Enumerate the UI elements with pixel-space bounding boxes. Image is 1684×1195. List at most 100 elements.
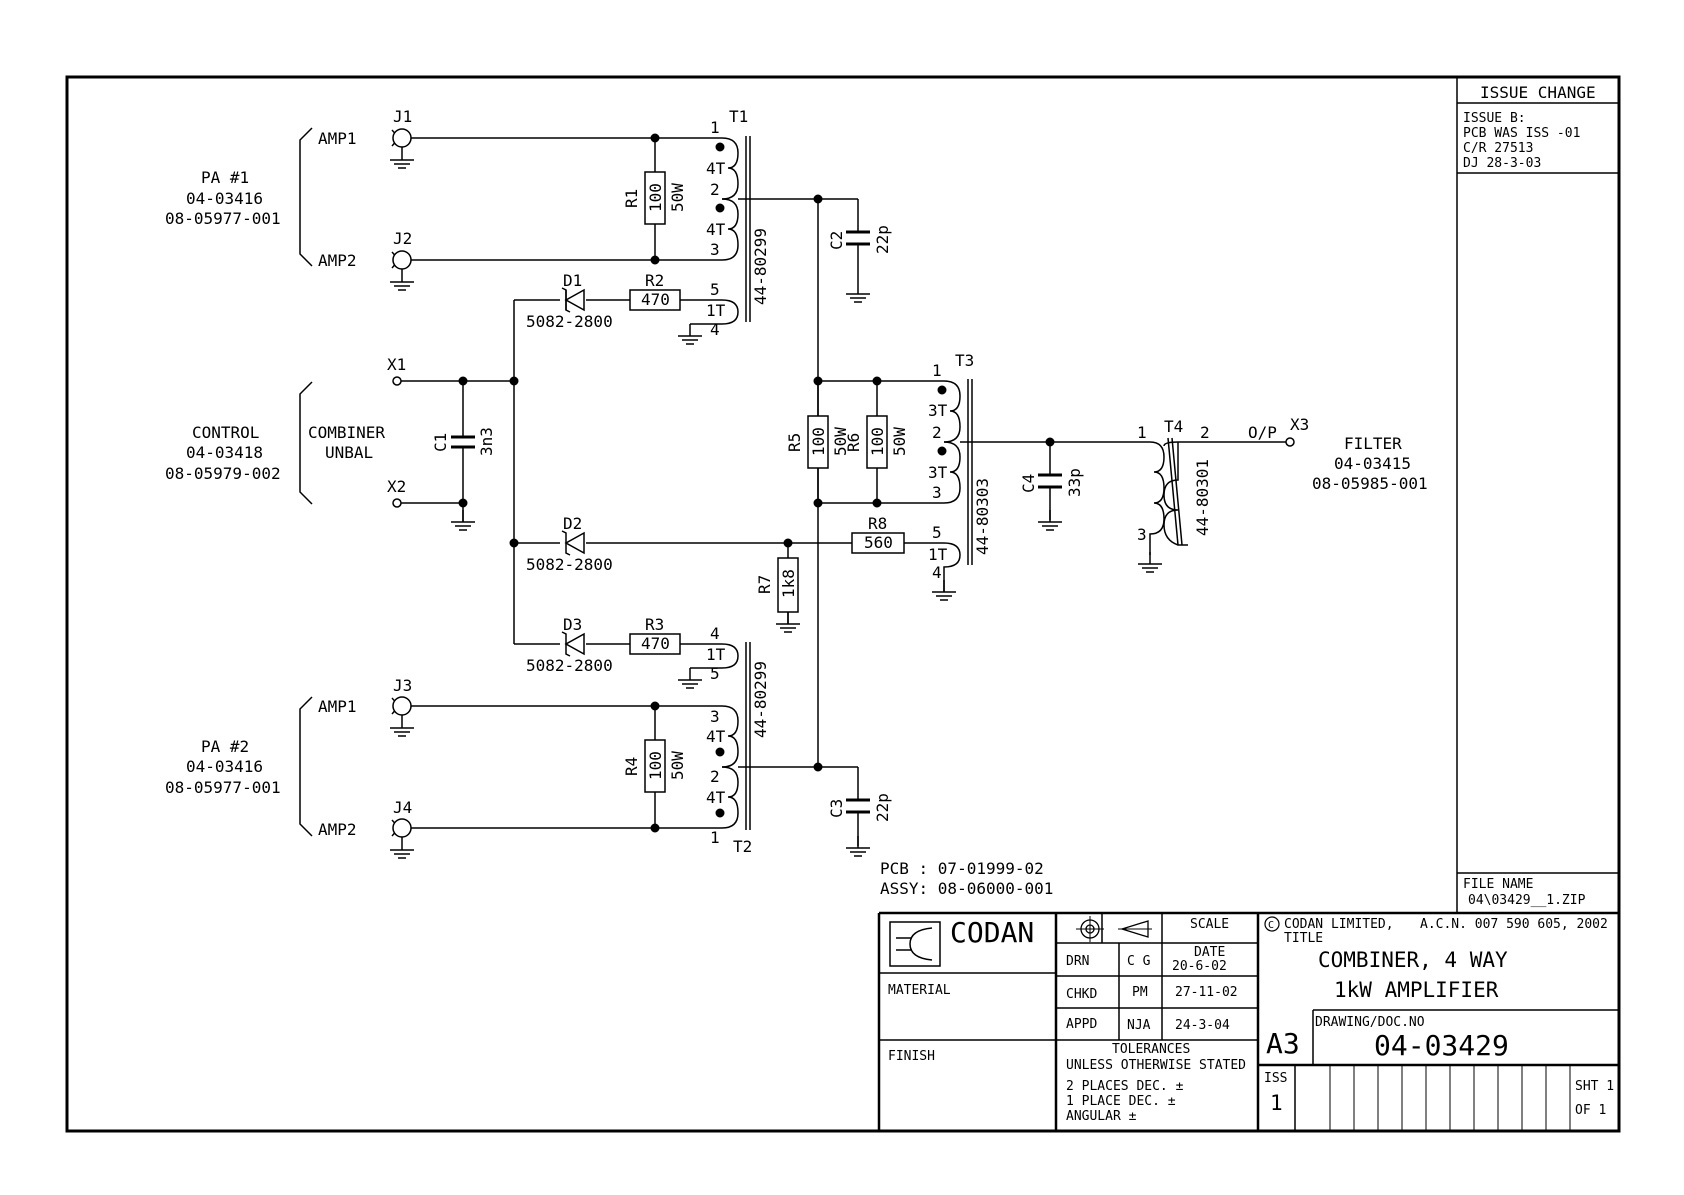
company-name: CODAN xyxy=(950,916,1034,949)
r6-label: R6 xyxy=(844,433,863,452)
j3-connector: J3 xyxy=(389,676,415,737)
resistor-r3: 470 R3 xyxy=(629,615,681,655)
c2-value: 22p xyxy=(873,225,892,254)
t4-pin1: 1 xyxy=(1137,423,1147,442)
r6-power: 50W xyxy=(890,427,909,456)
t2-pin4: 4 xyxy=(710,624,720,643)
file-name-label: FILE NAME xyxy=(1463,877,1533,892)
acn-text: A.C.N. 007 590 605, 2002 xyxy=(1420,917,1608,932)
sheet-of: OF 1 xyxy=(1575,1103,1606,1118)
t2-turns: 4T xyxy=(706,727,726,746)
r5-value: 100 xyxy=(809,427,828,456)
x2-label: X2 xyxy=(387,477,406,496)
resistor-r1: 100 R1 50W xyxy=(622,171,687,225)
t2-part-number: 44-80299 xyxy=(751,661,770,738)
capacitor-c2: C2 22p xyxy=(827,225,892,254)
t4-label: T4 xyxy=(1164,417,1183,436)
t3-pin2: 2 xyxy=(932,423,942,442)
j2-label: J2 xyxy=(393,229,412,248)
drawing-number: 04-03429 xyxy=(1374,1029,1509,1062)
r3-label: R3 xyxy=(645,615,664,634)
r6-value: 100 xyxy=(868,427,887,456)
sheet-number: SHT 1 xyxy=(1575,1079,1614,1094)
copyright-icon xyxy=(1264,916,1280,932)
r4-power: 50W xyxy=(668,751,687,780)
file-name: 04\03429__1.ZIP xyxy=(1468,893,1586,908)
r2-value: 470 xyxy=(641,290,670,309)
t1-pin5: 5 xyxy=(710,280,720,299)
issue-line: DJ 28-3-03 xyxy=(1463,156,1541,171)
copyright-text: CODAN LIMITED, xyxy=(1284,917,1394,932)
x1-terminal xyxy=(392,376,402,386)
capacitor-c1: C1 3n3 xyxy=(431,427,496,456)
j4-connector: J4 xyxy=(389,798,415,859)
j3-label: J3 xyxy=(393,676,412,695)
title-block: CODAN MATERIAL FINISH SCALE DATE DRN C G… xyxy=(877,911,1619,1131)
issue-header: ISSUE CHANGE xyxy=(1480,83,1596,102)
t1-turns: 4T xyxy=(706,159,726,178)
filter-part: 04-03415 xyxy=(1334,454,1411,473)
material-label: MATERIAL xyxy=(888,983,951,998)
t2-turns: 4T xyxy=(706,788,726,807)
tol-2places: 2 PLACES DEC. ± xyxy=(1066,1079,1184,1094)
chkd-date: 27-11-02 xyxy=(1175,985,1238,1000)
r3-value: 470 xyxy=(641,634,670,653)
j1-amp1-label: AMP1 xyxy=(318,129,357,148)
t3-label: T3 xyxy=(955,351,974,370)
r5-label: R5 xyxy=(785,433,804,452)
drn-label: DRN xyxy=(1066,954,1089,969)
x3-label: X3 xyxy=(1290,415,1309,434)
r1-label: R1 xyxy=(622,189,641,208)
t3-part-number: 44-80303 xyxy=(973,478,992,555)
filter-assy: 08-05985-001 xyxy=(1312,474,1428,493)
iss-value: 1 xyxy=(1270,1091,1283,1115)
pa2-label: PA #2 xyxy=(201,737,249,756)
appd-label: APPD xyxy=(1066,1017,1097,1032)
ground-icon xyxy=(931,579,957,601)
assy-number: ASSY: 08-06000-001 xyxy=(880,879,1053,898)
t1-pin4: 4 xyxy=(710,320,720,339)
r7-value: 1k8 xyxy=(779,569,798,598)
r1-value: 100 xyxy=(646,183,665,212)
t3-pin4: 4 xyxy=(932,563,942,582)
t1-label: T1 xyxy=(729,107,748,126)
c3-label: C3 xyxy=(827,799,846,818)
copyright-c: C xyxy=(1268,920,1274,931)
pa1-label: PA #1 xyxy=(201,168,249,187)
combiner-label: COMBINER xyxy=(308,423,385,442)
diode-d1: D1 5082-2800 xyxy=(526,271,613,331)
scale-label: SCALE xyxy=(1190,917,1229,932)
unbal-label: UNBAL xyxy=(325,443,373,462)
j4-label: J4 xyxy=(393,798,412,817)
t2-pin1: 1 xyxy=(710,828,720,847)
x1-label: X1 xyxy=(387,355,406,374)
j2-amp2-label: AMP2 xyxy=(318,251,357,270)
capacitor-c4: C4 33p xyxy=(1019,468,1084,497)
chkd-name: PM xyxy=(1132,985,1148,1000)
drawing-no-label: DRAWING/DOC.NO xyxy=(1315,1015,1425,1030)
c1-value: 3n3 xyxy=(477,427,496,456)
t1-turns: 1T xyxy=(706,301,726,320)
control-label: CONTROL xyxy=(192,423,259,442)
r8-label: R8 xyxy=(868,514,887,533)
output-label: O/P xyxy=(1248,423,1277,442)
t3-pin5: 5 xyxy=(932,523,942,542)
t3-pin3: 3 xyxy=(932,483,942,502)
c2-label: C2 xyxy=(827,231,846,250)
d2-part-number: 5082-2800 xyxy=(526,555,613,574)
transformer-t1: T1 44-80299 1 4T 2 4T 3 5 1T 4 xyxy=(706,107,770,339)
t2-label: T2 xyxy=(733,837,752,856)
ground-icon xyxy=(845,835,871,857)
j4-amp2-label: AMP2 xyxy=(318,820,357,839)
resistor-r7: 1k8 R7 xyxy=(755,557,799,613)
t4-part-number: 44-80301 xyxy=(1193,459,1212,536)
tolerances-label: TOLERANCES xyxy=(1112,1042,1190,1057)
appd-date: 24-3-04 xyxy=(1175,1018,1230,1033)
pa1-block: PA #1 04-03416 08-05977-001 AMP1 AMP2 xyxy=(165,127,357,270)
transformer-t2: T2 44-80299 4 1T 5 3 4T 2 4T 1 xyxy=(706,624,770,856)
filter-block: FILTER 04-03415 08-05985-001 xyxy=(1312,434,1428,493)
control-block: CONTROL 04-03418 08-05979-002 COMBINER U… xyxy=(165,381,385,505)
c3-value: 22p xyxy=(873,793,892,822)
